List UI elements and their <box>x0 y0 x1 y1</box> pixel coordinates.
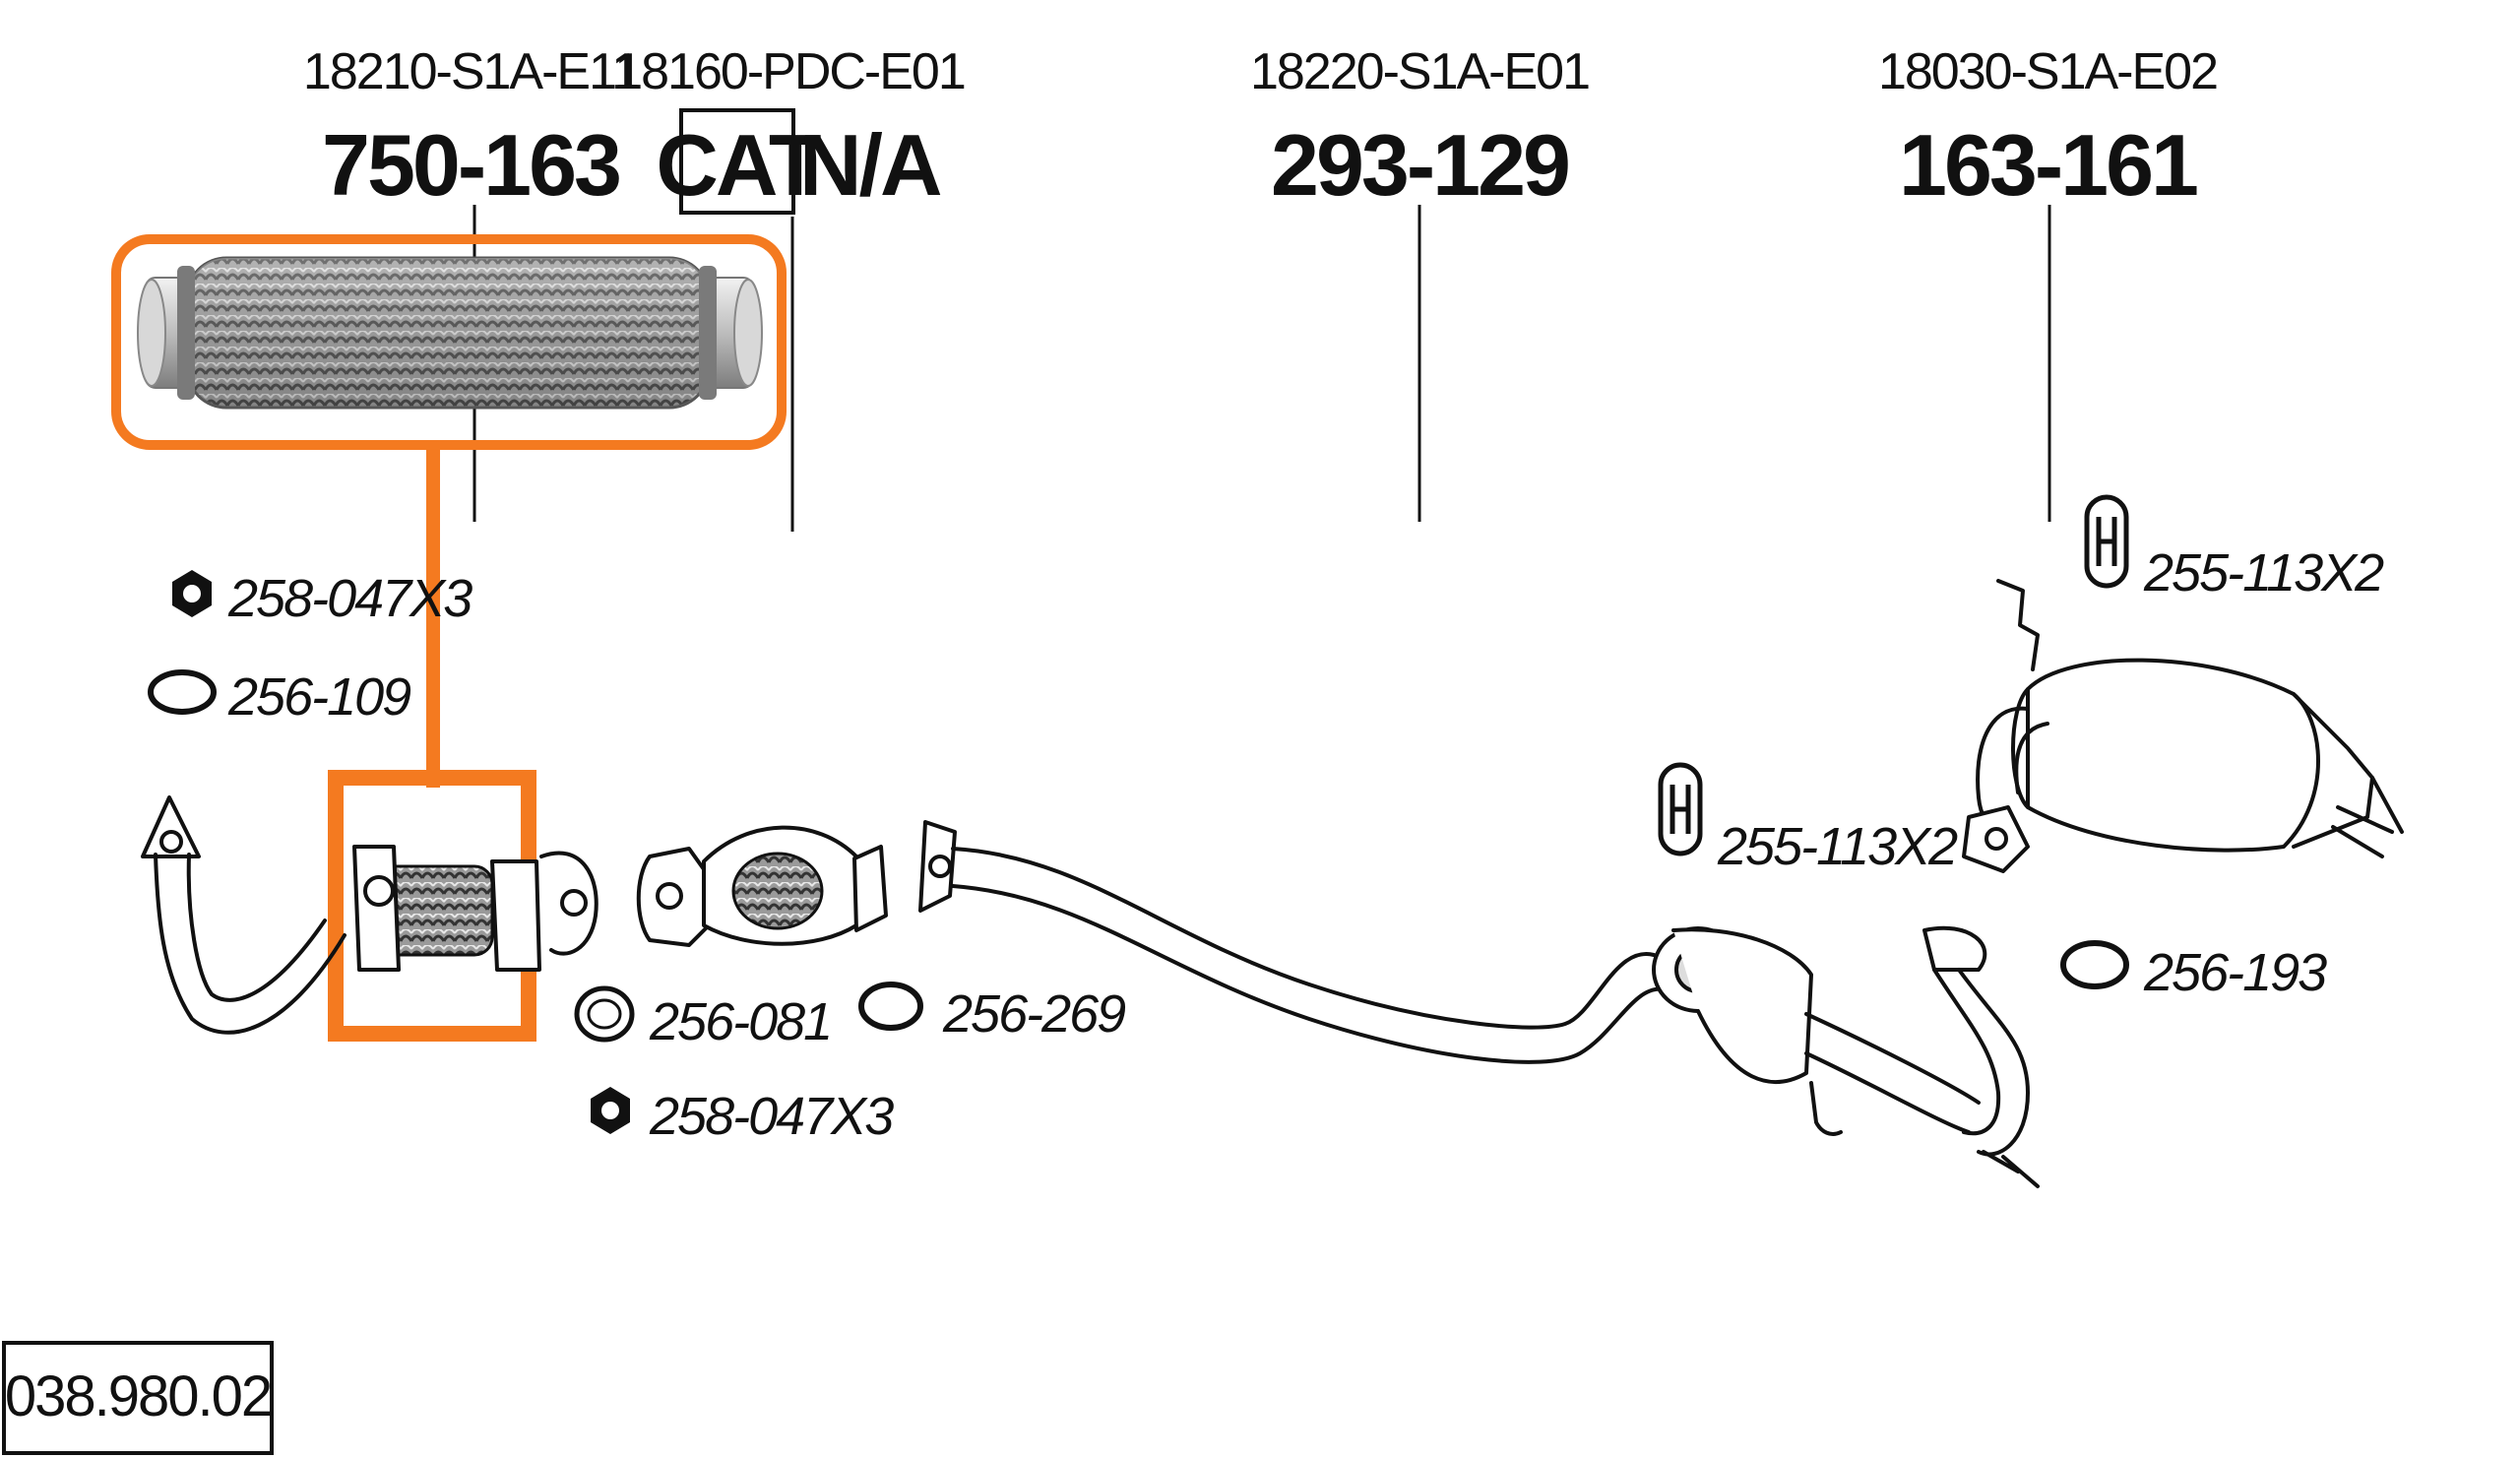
oem-number: 18030-S1A-E02 <box>1878 43 2217 100</box>
front-pipe[interactable] <box>141 795 598 1035</box>
nut-icon <box>172 570 212 617</box>
gasket-ring-icon <box>148 669 217 715</box>
oem-number: 18210-S1A-E11 <box>303 43 638 100</box>
part-label-3[interactable]: 18220-S1A-E01 293-129 <box>1250 43 1591 214</box>
part-label-2[interactable]: 18160-PDC-E01 CAT N/A <box>614 43 967 215</box>
accessory-label: 255-113X2 <box>1717 817 1958 876</box>
reference-number: 750-163 <box>322 116 619 214</box>
gasket-ring-icon <box>858 982 923 1031</box>
oem-number: 18220-S1A-E01 <box>1250 43 1589 100</box>
flex-pipe-photo[interactable] <box>137 256 763 410</box>
nut-icon <box>591 1087 630 1134</box>
accessory-label: 258-047X3 <box>227 569 472 628</box>
reference-number: 163-161 <box>1899 116 2197 214</box>
accessory-label: 256-269 <box>942 984 1125 1044</box>
oem-number: 18160-PDC-E01 <box>614 43 965 100</box>
accessory-label: 256-193 <box>2143 943 2327 1002</box>
diagram-code: 038.980.02 <box>5 1364 271 1428</box>
rear-section[interactable] <box>1922 579 2404 1188</box>
rubber-hanger-icon <box>2084 494 2129 589</box>
cat-box <box>679 108 795 215</box>
reference-number: 293-129 <box>1271 116 1568 214</box>
accessory-label: 255-113X2 <box>2143 543 2384 602</box>
center-muffler[interactable] <box>1652 926 1981 1136</box>
gasket-ring-icon <box>2060 940 2129 989</box>
gasket-round-icon <box>574 985 635 1043</box>
rubber-hanger-icon <box>1658 762 1703 856</box>
intermediate-pipe[interactable] <box>918 820 1666 1064</box>
catalytic-converter[interactable] <box>636 825 888 947</box>
accessory-label: 256-081 <box>649 992 831 1051</box>
cat-label: CAT <box>656 116 821 214</box>
accessory-label: 258-047X3 <box>649 1087 894 1146</box>
highlight-frame <box>111 234 787 450</box>
accessory-label: 256-109 <box>227 667 410 727</box>
part-label-4[interactable]: 18030-S1A-E02 163-161 <box>1878 43 2219 214</box>
diagram-code-box: 038.980.02 <box>2 1341 274 1455</box>
part-label-1[interactable]: 18210-S1A-E11 750-163 <box>303 43 640 214</box>
reference-number: N/A <box>799 116 941 214</box>
